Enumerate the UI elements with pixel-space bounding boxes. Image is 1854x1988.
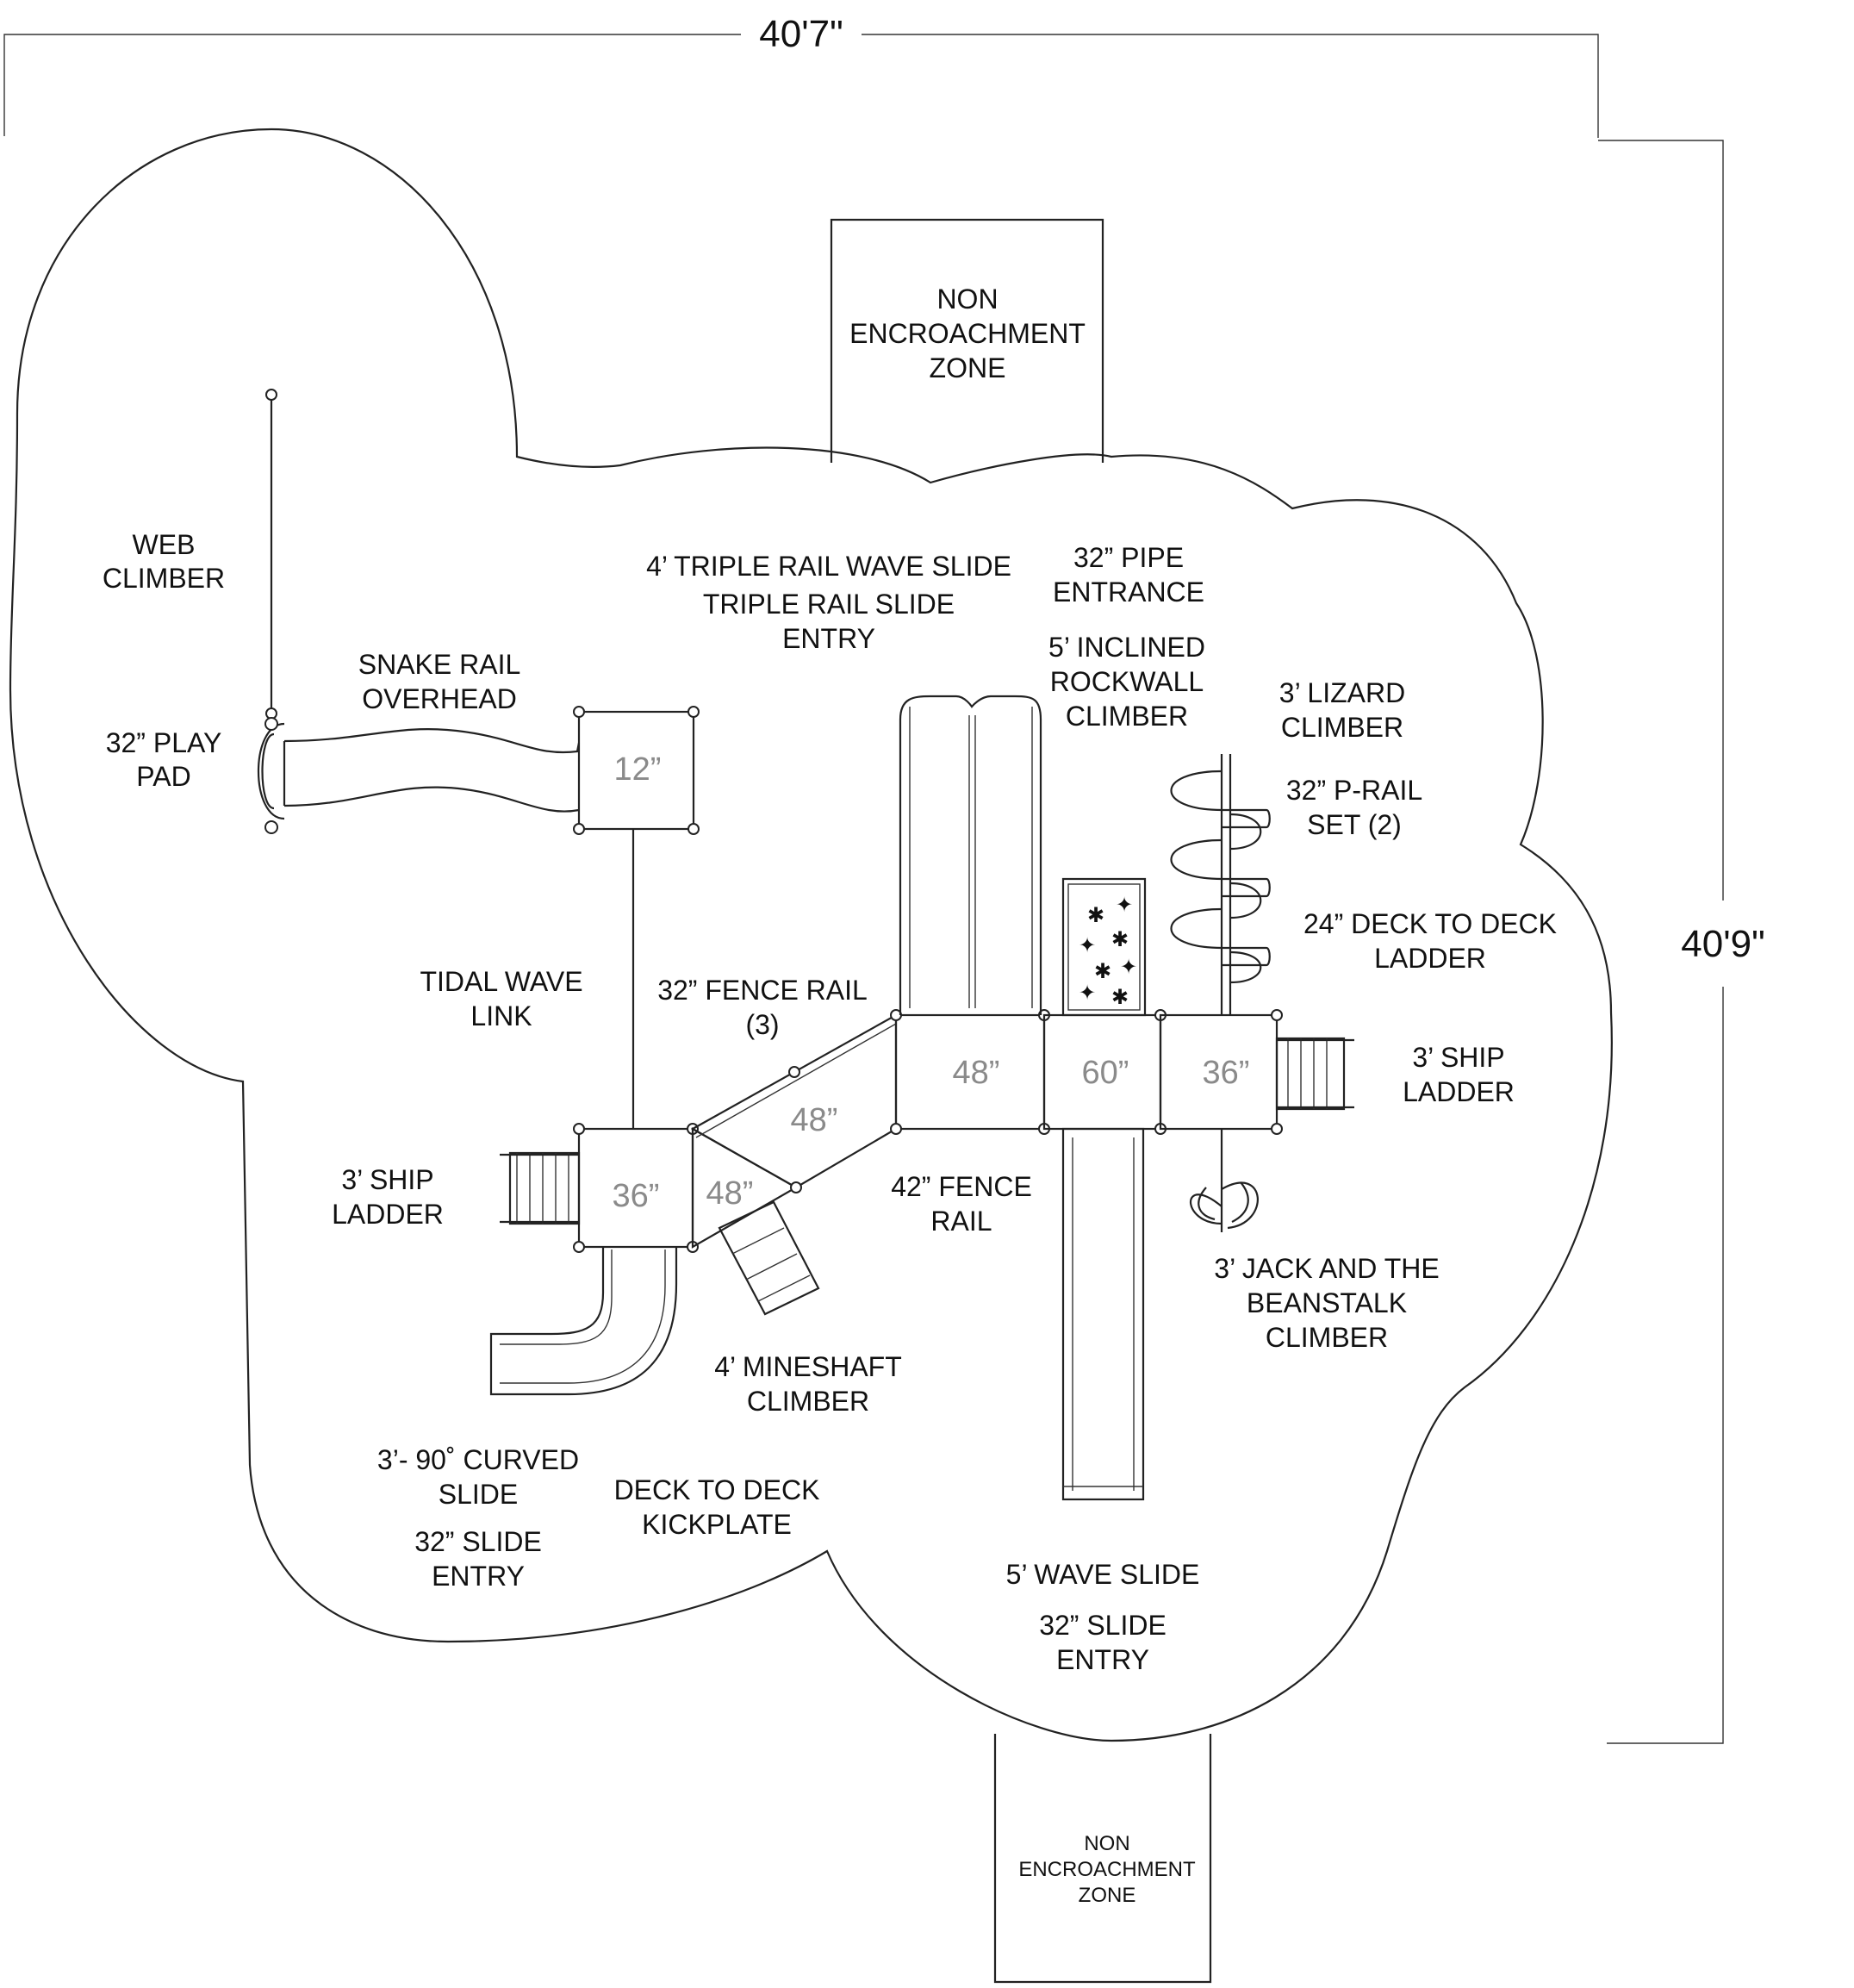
label-fence-rail-32-1: 32” FENCE RAIL — [657, 975, 868, 1006]
deck-12-label: 12” — [614, 751, 662, 788]
label-rockwall-1: 5’ INCLINED — [1048, 632, 1205, 663]
label-web-climber-2: CLIMBER — [103, 563, 225, 594]
label-snake-rail-1: SNAKE RAIL — [358, 649, 521, 680]
deck-36-right: 36” — [1159, 1009, 1283, 1135]
label-triple-slide-1: 4’ TRIPLE RAIL WAVE SLIDE — [646, 551, 1011, 582]
deck-36-left-label: 36” — [613, 1178, 660, 1214]
beanstalk-climber — [1189, 1129, 1259, 1232]
label-mineshaft-2: CLIMBER — [747, 1386, 869, 1417]
deck-60-label: 60” — [1082, 1055, 1129, 1091]
labels: WEB CLIMBER 32” PLAY PAD SNAKE RAIL OVER… — [103, 529, 1557, 1675]
svg-text:✱: ✱ — [1111, 928, 1129, 951]
zone-bottom-line2: ENCROACHMENT — [1018, 1858, 1196, 1881]
zone-top-line1: NON — [936, 284, 998, 315]
label-curved-slide-2: SLIDE — [439, 1479, 518, 1510]
height-dimension-label: 40'9" — [1681, 923, 1764, 965]
deck-36-right-label: 36” — [1203, 1055, 1250, 1091]
wave-slide — [1061, 1127, 1145, 1501]
height-dimension: 40'9" — [1598, 140, 1765, 1744]
label-snake-rail-2: OVERHEAD — [362, 683, 517, 714]
label-tidal-wave-1: TIDAL WAVE — [420, 966, 582, 997]
width-dimension-label: 40'7" — [759, 13, 843, 55]
deck-36-left: 36” — [573, 1123, 699, 1253]
label-ship-ladder-right-2: LADDER — [1403, 1076, 1515, 1107]
label-rockwall-2: ROCKWALL — [1050, 666, 1204, 697]
label-pipe-entrance-1: 32” PIPE — [1073, 542, 1184, 573]
use-zone-outline — [9, 128, 1613, 1742]
label-slide-entry-left-2: ENTRY — [432, 1561, 525, 1592]
non-encroachment-zone-top: NON ENCROACHMENT ZONE — [830, 218, 1104, 463]
label-play-pad-1: 32” PLAY — [106, 727, 222, 758]
label-slide-entry-left-1: 32” SLIDE — [414, 1526, 542, 1557]
label-web-climber-1: WEB — [133, 529, 196, 560]
label-triple-slide-3: ENTRY — [782, 623, 875, 654]
zone-top-line3: ZONE — [930, 352, 1006, 383]
label-lizard-2: CLIMBER — [1281, 712, 1403, 743]
deck-48-center-label: 48” — [953, 1055, 1000, 1091]
label-tidal-wave-2: LINK — [470, 1000, 532, 1031]
label-wave-slide: 5’ WAVE SLIDE — [1006, 1559, 1200, 1590]
label-lizard-1: 3’ LIZARD — [1279, 677, 1405, 708]
label-kickplate-2: KICKPLATE — [642, 1509, 792, 1540]
label-mineshaft-1: 4’ MINESHAFT — [714, 1351, 902, 1382]
svg-text:✦: ✦ — [1079, 982, 1096, 1005]
snake-rail-overhead — [257, 717, 581, 834]
p-rail-set — [1170, 754, 1271, 1015]
deck-48-lower-label: 48” — [706, 1175, 754, 1212]
label-fence-rail-42-1: 42” FENCE — [891, 1171, 1032, 1202]
deck-12: 12” — [573, 706, 700, 835]
ship-ladder-right — [1275, 1037, 1354, 1111]
label-fence-rail-32-2: (3) — [745, 1009, 779, 1040]
deck-48-ramp-label: 48” — [791, 1102, 838, 1138]
label-rockwall-3: CLIMBER — [1066, 701, 1188, 732]
svg-text:✦: ✦ — [1120, 956, 1137, 979]
label-pipe-entrance-2: ENTRANCE — [1053, 576, 1204, 608]
label-slide-entry-center-2: ENTRY — [1056, 1644, 1149, 1675]
label-fence-rail-42-2: RAIL — [930, 1206, 992, 1237]
curved-slide — [489, 1247, 678, 1396]
deck-48-center: 48” — [890, 1009, 1050, 1135]
ship-ladder-left — [500, 1151, 581, 1225]
non-encroachment-zone-bottom: NON ENCROACHMENT ZONE — [993, 1734, 1212, 1984]
mineshaft-climber — [718, 1200, 820, 1316]
deck-60: 60” — [1042, 1009, 1167, 1135]
deck-48-ramp: 48” — [690, 1013, 898, 1193]
label-deck-ladder-1: 24” DECK TO DECK — [1303, 908, 1557, 939]
svg-text:✦: ✦ — [1116, 894, 1133, 917]
label-p-rail-1: 32” P-RAIL — [1286, 775, 1422, 806]
label-triple-slide-2: TRIPLE RAIL SLIDE — [703, 589, 955, 620]
label-p-rail-2: SET (2) — [1307, 809, 1402, 840]
label-ship-ladder-right-1: 3’ SHIP — [1412, 1042, 1504, 1073]
rockwall-climber: ✱ ✦ ✦ ✱ ✱ ✦ ✦ ✱ — [1061, 877, 1147, 1017]
label-ship-ladder-left-2: LADDER — [332, 1199, 444, 1230]
svg-text:✱: ✱ — [1087, 904, 1104, 927]
label-curved-slide-1: 3’- 90˚ CURVED — [377, 1444, 579, 1475]
zone-bottom-line1: NON — [1084, 1832, 1129, 1855]
label-kickplate-1: DECK TO DECK — [614, 1474, 820, 1505]
svg-text:✦: ✦ — [1079, 934, 1096, 957]
svg-text:✱: ✱ — [1094, 960, 1111, 983]
zone-bottom-line3: ZONE — [1079, 1884, 1136, 1907]
label-beanstalk-2: BEANSTALK — [1247, 1287, 1407, 1318]
label-beanstalk-3: CLIMBER — [1266, 1322, 1388, 1353]
label-slide-entry-center-1: 32” SLIDE — [1039, 1610, 1167, 1641]
label-ship-ladder-left-1: 3’ SHIP — [341, 1164, 433, 1195]
svg-text:✱: ✱ — [1111, 986, 1129, 1009]
label-beanstalk-1: 3’ JACK AND THE — [1214, 1253, 1439, 1284]
width-dimension: 40'7" — [3, 13, 1599, 138]
label-play-pad-2: PAD — [136, 761, 190, 792]
label-deck-ladder-2: LADDER — [1374, 943, 1486, 974]
zone-top-line2: ENCROACHMENT — [849, 318, 1086, 349]
triple-rail-wave-slide — [899, 695, 1042, 1015]
web-climber — [265, 389, 277, 720]
